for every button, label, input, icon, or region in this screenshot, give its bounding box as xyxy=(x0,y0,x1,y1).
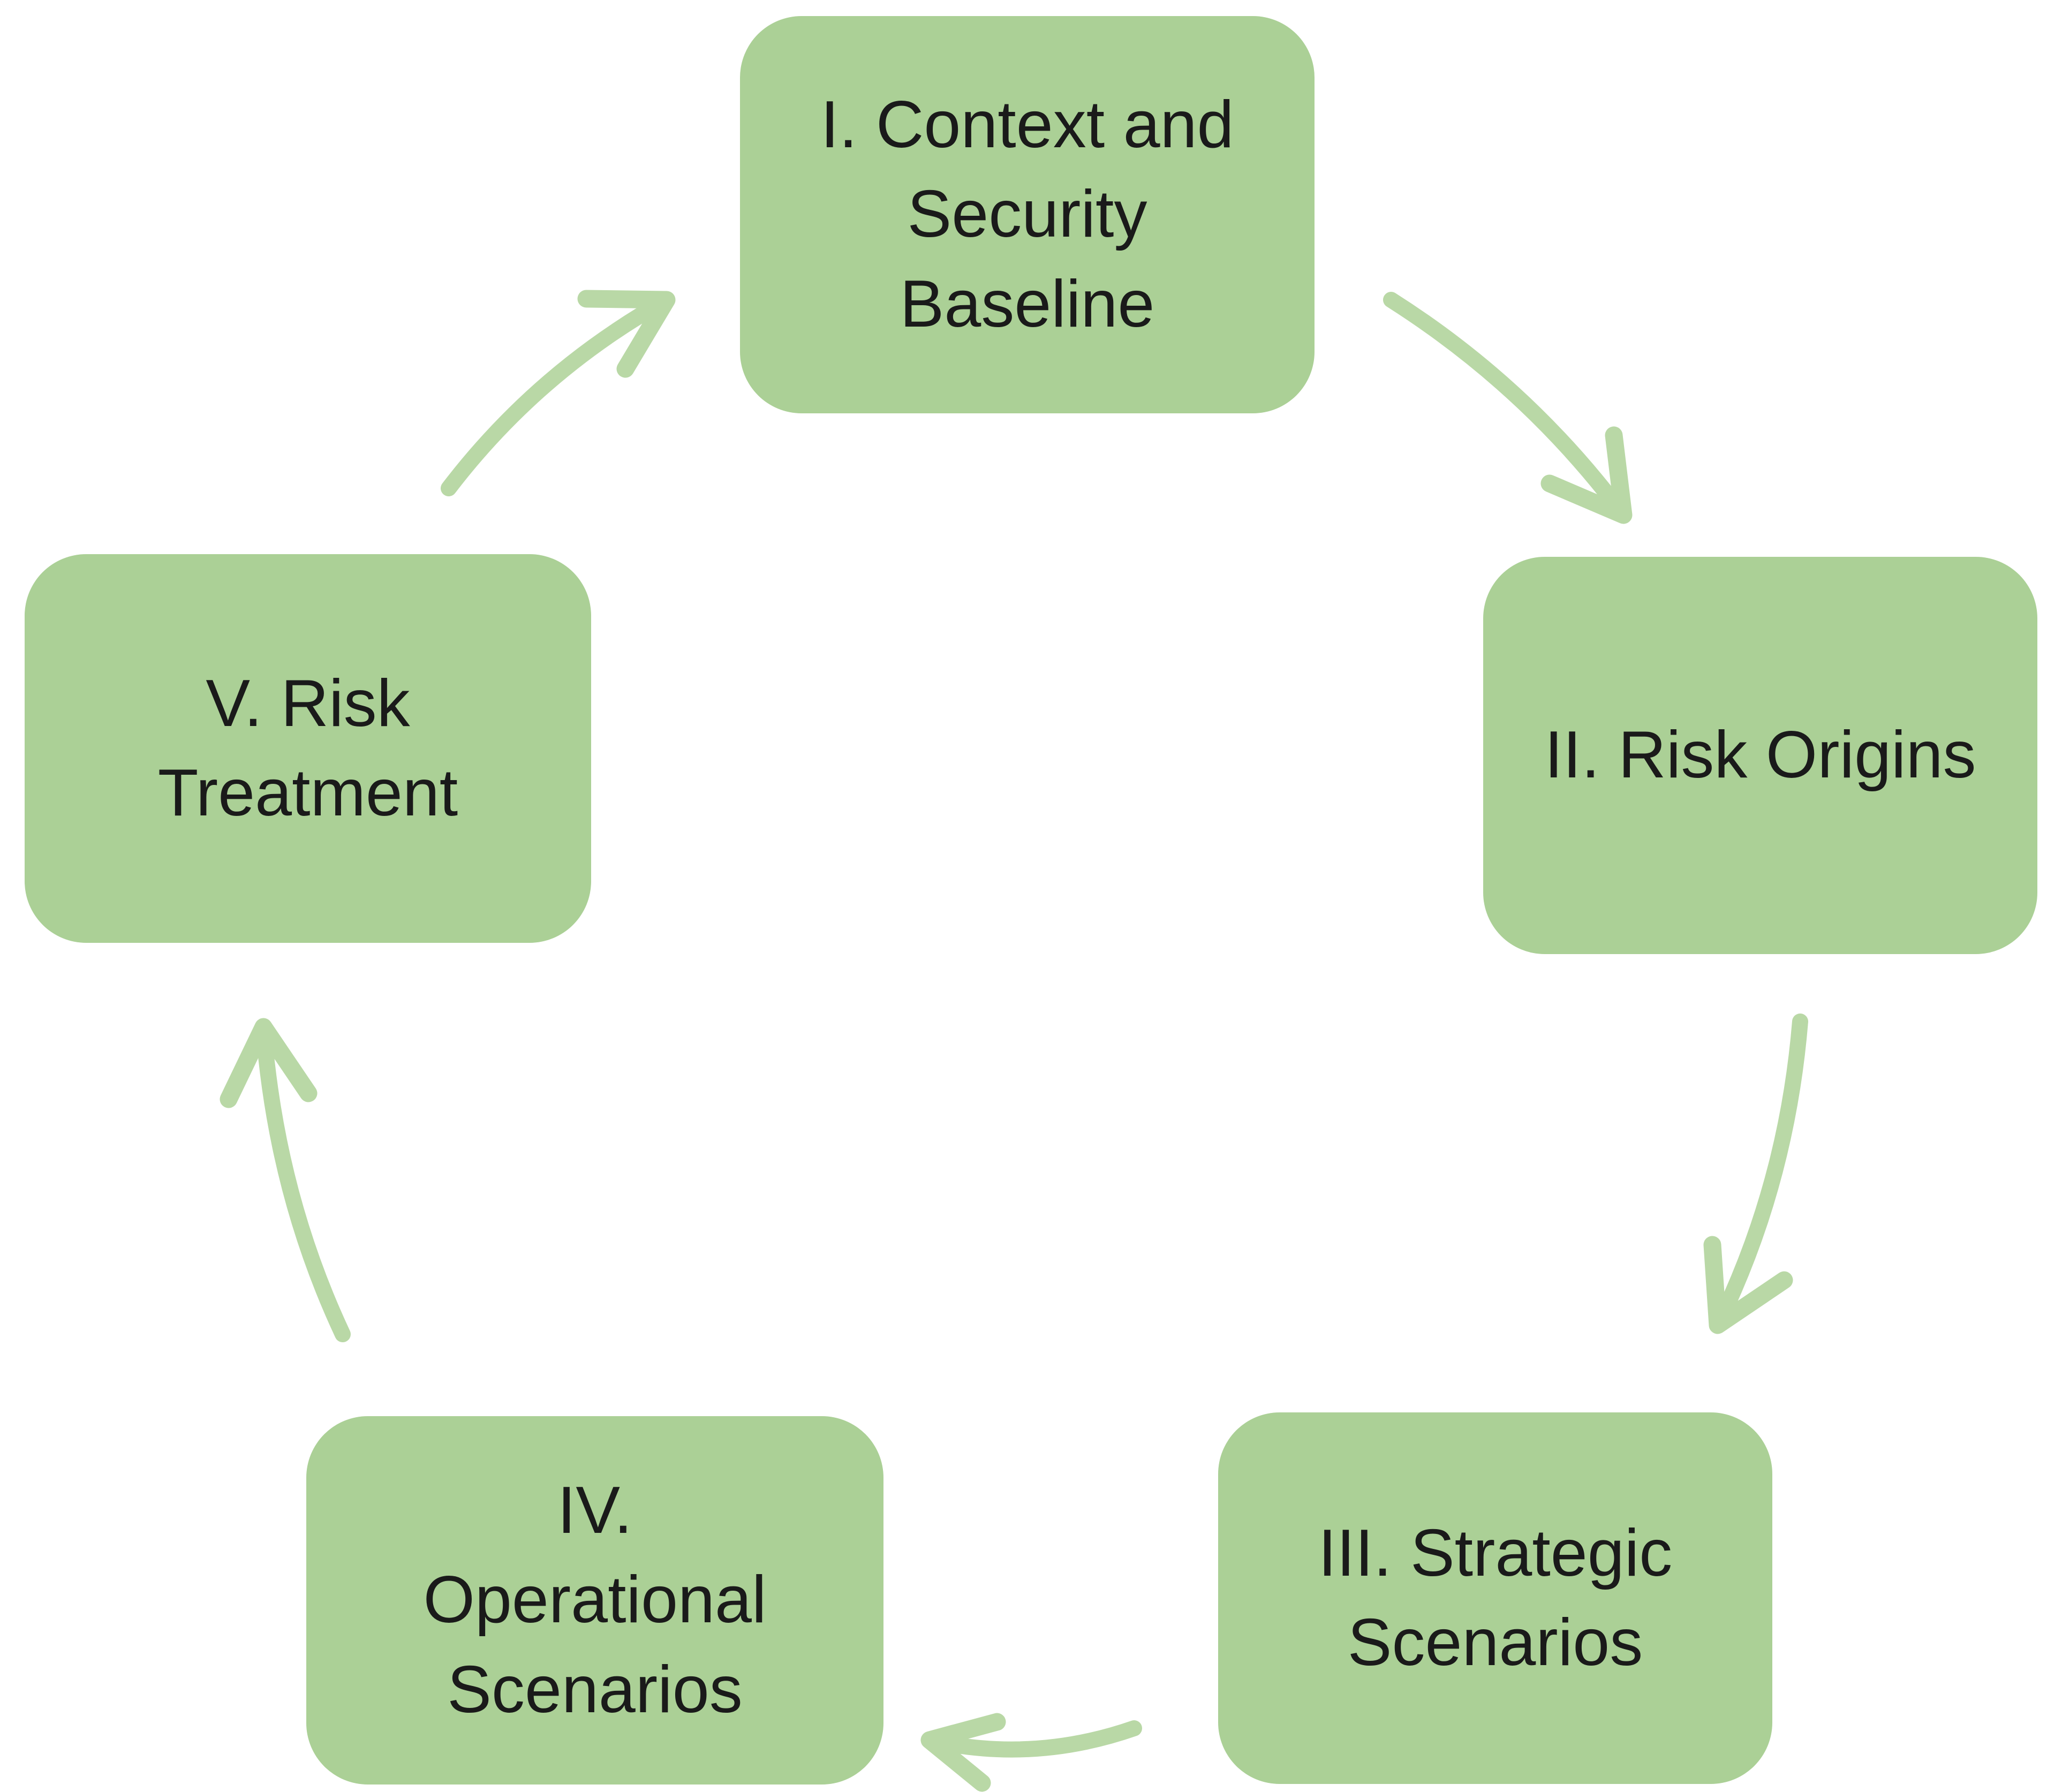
arrow-v-to-i-head-icon xyxy=(577,290,676,378)
arrow-iv-to-v-head-icon xyxy=(220,1018,318,1108)
arrow-ii-to-iii-head-icon xyxy=(1703,1236,1793,1334)
arrow-iii-to-iv-head-icon xyxy=(920,1713,1006,1792)
node-label: IV. Operational Scenarios xyxy=(423,1473,767,1727)
arrow-i-to-ii-shaft xyxy=(1383,292,1631,523)
arrow-ii-to-iii-shaft xyxy=(1710,1014,1808,1333)
arrow-iv-to-v xyxy=(220,1018,351,1342)
node-risk-origins: II. Risk Origins xyxy=(1483,557,2037,954)
arrow-i-to-ii-head-icon xyxy=(1540,426,1633,524)
node-context-and-security-baseline: I. Context and Security Baseline xyxy=(740,16,1315,413)
node-label: II. Risk Origins xyxy=(1544,718,1976,792)
arrow-v-to-i-shaft xyxy=(441,292,675,496)
node-risk-treatment: V. Risk Treatment xyxy=(25,554,591,943)
node-label: III. Strategic Scenarios xyxy=(1318,1516,1673,1680)
arrow-i-to-ii xyxy=(1383,292,1633,524)
node-strategic-scenarios: III. Strategic Scenarios xyxy=(1218,1412,1772,1784)
arrow-iii-to-iv-shaft xyxy=(921,1720,1142,1758)
arrow-iii-to-iv xyxy=(920,1713,1142,1792)
arrow-ii-to-iii xyxy=(1703,1014,1808,1334)
node-operational-scenarios: IV. Operational Scenarios xyxy=(306,1416,883,1785)
arrow-iv-to-v-shaft xyxy=(255,1019,351,1342)
node-label: V. Risk Treatment xyxy=(157,666,458,830)
arrow-v-to-i xyxy=(441,290,676,496)
node-label: I. Context and Security Baseline xyxy=(820,87,1234,341)
